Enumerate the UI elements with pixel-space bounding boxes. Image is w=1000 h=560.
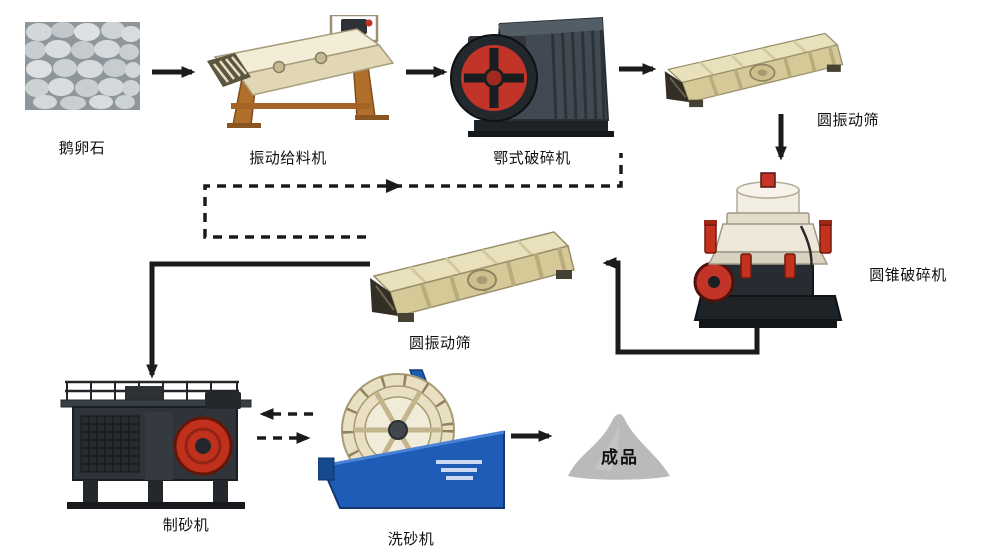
vibrating-screen-top-illustration bbox=[664, 32, 844, 108]
vibrating-screen-top-label: 圆振动筛 bbox=[816, 112, 879, 129]
vibrating-feeder-machine bbox=[205, 15, 400, 130]
cobblestone-illustration bbox=[25, 22, 140, 110]
arrow-screen-mid-to-sand-maker bbox=[146, 261, 370, 379]
sand-washer-illustration bbox=[318, 369, 505, 509]
cobblestone-image bbox=[25, 22, 140, 110]
vibrating-screen-mid-label: 圆振动筛 bbox=[408, 335, 471, 352]
jaw-crusher-label: 鄂式破碎机 bbox=[493, 150, 571, 167]
arrow-cone-crusher-to-screen-mid bbox=[602, 257, 760, 355]
dashed-return-line-screen-to-jaw bbox=[203, 153, 623, 239]
cone-crusher-machine bbox=[693, 168, 843, 333]
sand-washer-machine bbox=[318, 368, 506, 515]
rotor-door bbox=[173, 416, 233, 476]
vibrating-screen-mid-illustration bbox=[370, 231, 575, 322]
dashed-return-mid-arrowhead bbox=[386, 179, 402, 193]
sand-washer-label: 洗砂机 bbox=[387, 531, 435, 548]
sand-maker-label: 制砂机 bbox=[162, 517, 210, 534]
sand-maker-illustration bbox=[60, 380, 252, 509]
vibrating-feeder-label: 振动给料机 bbox=[249, 150, 327, 167]
cone-crusher-label: 圆锥破碎机 bbox=[869, 267, 947, 284]
flywheel bbox=[450, 34, 538, 122]
sand-maker-machine bbox=[55, 378, 255, 510]
jaw-crusher-machine bbox=[450, 10, 615, 140]
vibrating-screen-mid-machine bbox=[368, 218, 586, 328]
cone-crusher-illustration bbox=[693, 172, 843, 328]
vibrating-screen-top-machine bbox=[663, 22, 853, 112]
cobblestone-label: 鹅卵石 bbox=[58, 140, 106, 157]
finished-product-label: 成品 bbox=[601, 448, 639, 467]
vibrating-feeder-illustration bbox=[207, 15, 395, 128]
finished-product-pile bbox=[565, 405, 673, 480]
finished-product-illustration bbox=[568, 414, 670, 480]
jaw-crusher-illustration bbox=[450, 16, 614, 137]
